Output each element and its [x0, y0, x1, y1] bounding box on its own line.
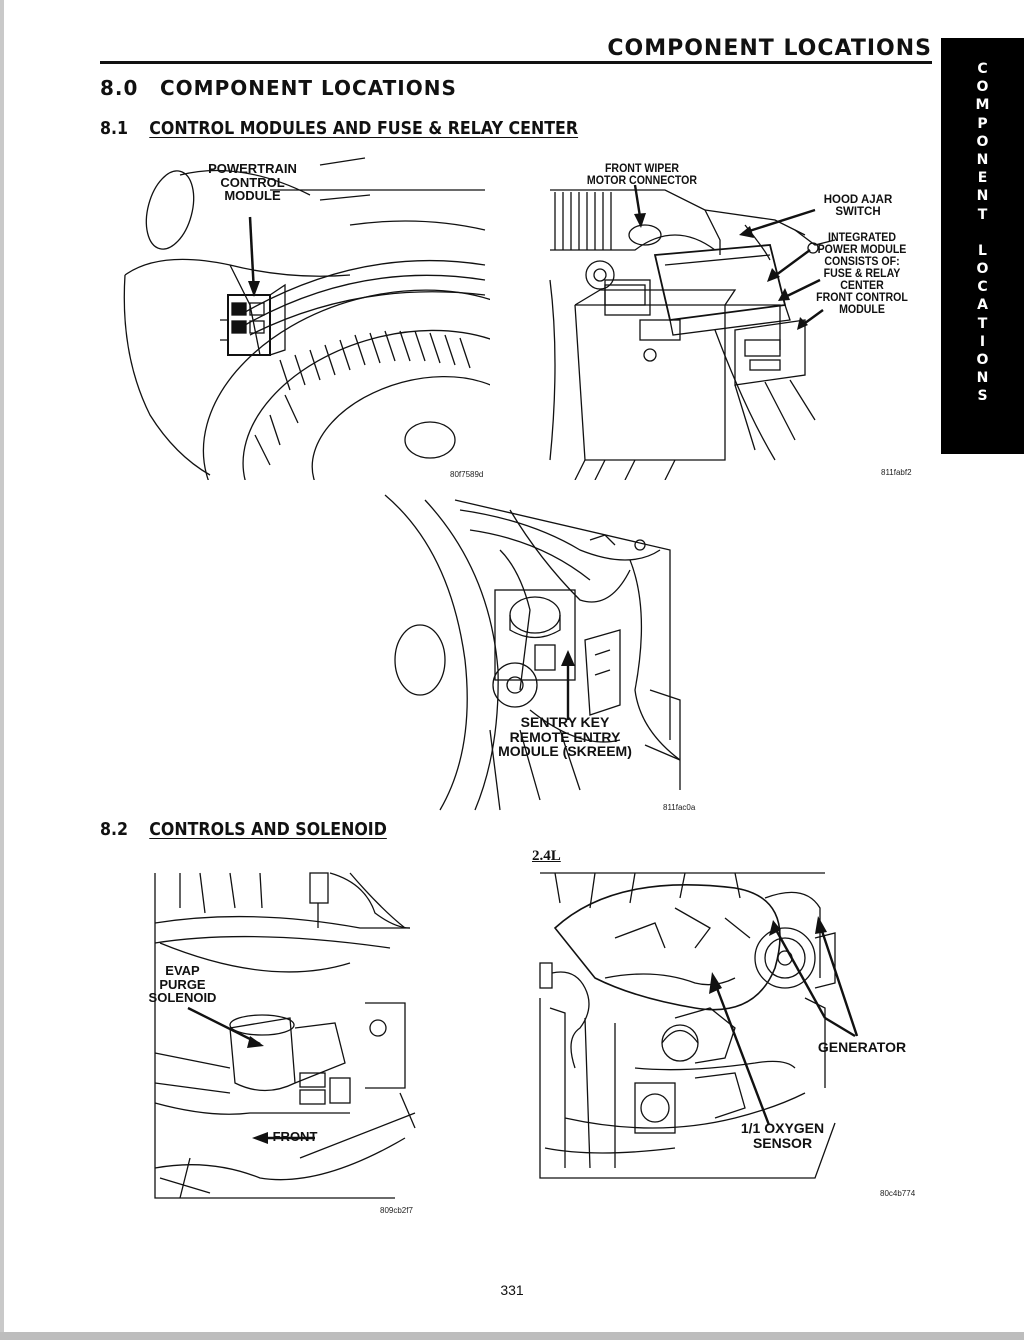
pcm-label: POWERTRAIN CONTROL MODULE: [208, 161, 297, 204]
side-tab-letter: N: [976, 188, 989, 205]
side-tab-letter: N: [976, 152, 989, 169]
section-heading: 8.0 COMPONENT LOCATIONS: [100, 76, 457, 100]
engine-figure-code: 80c4b774: [880, 1189, 916, 1198]
ipm-label: INTEGRATED POWER MODULE CONSISTS OF: FUS…: [816, 232, 908, 317]
side-tab-letter: C: [977, 61, 988, 77]
side-tab-letter: C: [977, 279, 988, 296]
side-tab-letter: A: [977, 297, 988, 314]
figure-engine: GENERATOR 1/1 OXYGEN SENSOR 80c4b774: [535, 868, 925, 1208]
section-title: COMPONENT LOCATIONS: [160, 76, 457, 100]
figure-ipm: FRONT WIPER MOTOR CONNECTOR HOOD AJAR SW…: [545, 160, 920, 480]
running-head: COMPONENT LOCATIONS: [607, 36, 932, 61]
section-number: 8.0: [100, 76, 139, 100]
figure-evap: EVAP PURGE SOLENOID FRONT 809cb2f7: [149, 868, 425, 1218]
evap-solenoid-label: EVAP PURGE SOLENOID: [148, 963, 217, 1006]
side-tab-letter: T: [977, 206, 988, 223]
generator-label: GENERATOR: [817, 1039, 907, 1055]
side-tab-letter: E: [977, 170, 988, 187]
header-rule: [100, 61, 932, 64]
side-tab-letter: S: [977, 388, 988, 405]
side-tab: C O M P O N E N T L O C A T I O N S: [941, 38, 1024, 454]
hood-ajar-label: HOOD AJAR SWITCH: [823, 194, 893, 219]
subsection-heading-8-2: 8.2 CONTROLS AND SOLENOID: [100, 819, 387, 840]
ipm-illustration: [549, 184, 836, 480]
figure-skreem: SENTRY KEY REMOTE ENTRY MODULE (SKREEM) …: [380, 490, 710, 815]
side-tab-letter: N: [976, 370, 989, 387]
subsection-title: CONTROLS AND SOLENOID: [149, 819, 387, 840]
side-tab-letter: O: [976, 79, 989, 96]
engine-illustration: [539, 872, 859, 1179]
side-tab-letter: L: [978, 242, 987, 259]
front-label: FRONT: [272, 1129, 318, 1144]
wiper-connector-label: FRONT WIPER MOTOR CONNECTOR: [586, 163, 698, 188]
engine-type-label: 2.4L: [532, 848, 561, 864]
skreem-illustration: [384, 494, 681, 811]
figure-pcm: POWERTRAIN CONTROL MODULE 80f7589d: [120, 155, 490, 480]
side-tab-letter: P: [977, 115, 988, 132]
subsection-number: 8.1: [100, 118, 129, 139]
side-tab-letter: I: [979, 333, 986, 350]
subsection-title: CONTROL MODULES AND FUSE & RELAY CENTER: [149, 118, 579, 139]
side-tab-letter: M: [975, 97, 990, 114]
ipm-figure-code: 811fabf2: [881, 468, 912, 477]
page-edge: [0, 0, 4, 1340]
pcm-figure-code: 80f7589d: [450, 470, 484, 479]
side-tab-letter: O: [976, 352, 989, 369]
pcm-illustration: [123, 157, 490, 480]
subsection-heading-8-1: 8.1 CONTROL MODULES AND FUSE & RELAY CENT…: [100, 118, 578, 139]
side-tab-letter: O: [976, 261, 989, 278]
skreem-label: SENTRY KEY REMOTE ENTRY MODULE (SKREEM): [498, 714, 632, 760]
subsection-number: 8.2: [100, 819, 129, 840]
side-tab-letter: T: [977, 315, 988, 332]
page-number: 331: [500, 1282, 524, 1298]
evap-illustration: [154, 872, 416, 1199]
side-tab-letter: O: [976, 133, 989, 150]
oxygen-sensor-label: 1/1 OXYGEN SENSOR: [740, 1120, 825, 1151]
evap-figure-code: 809cb2f7: [380, 1206, 413, 1215]
skreem-figure-code: 811fac0a: [663, 803, 696, 812]
page-bottom-edge: [0, 1332, 1024, 1340]
